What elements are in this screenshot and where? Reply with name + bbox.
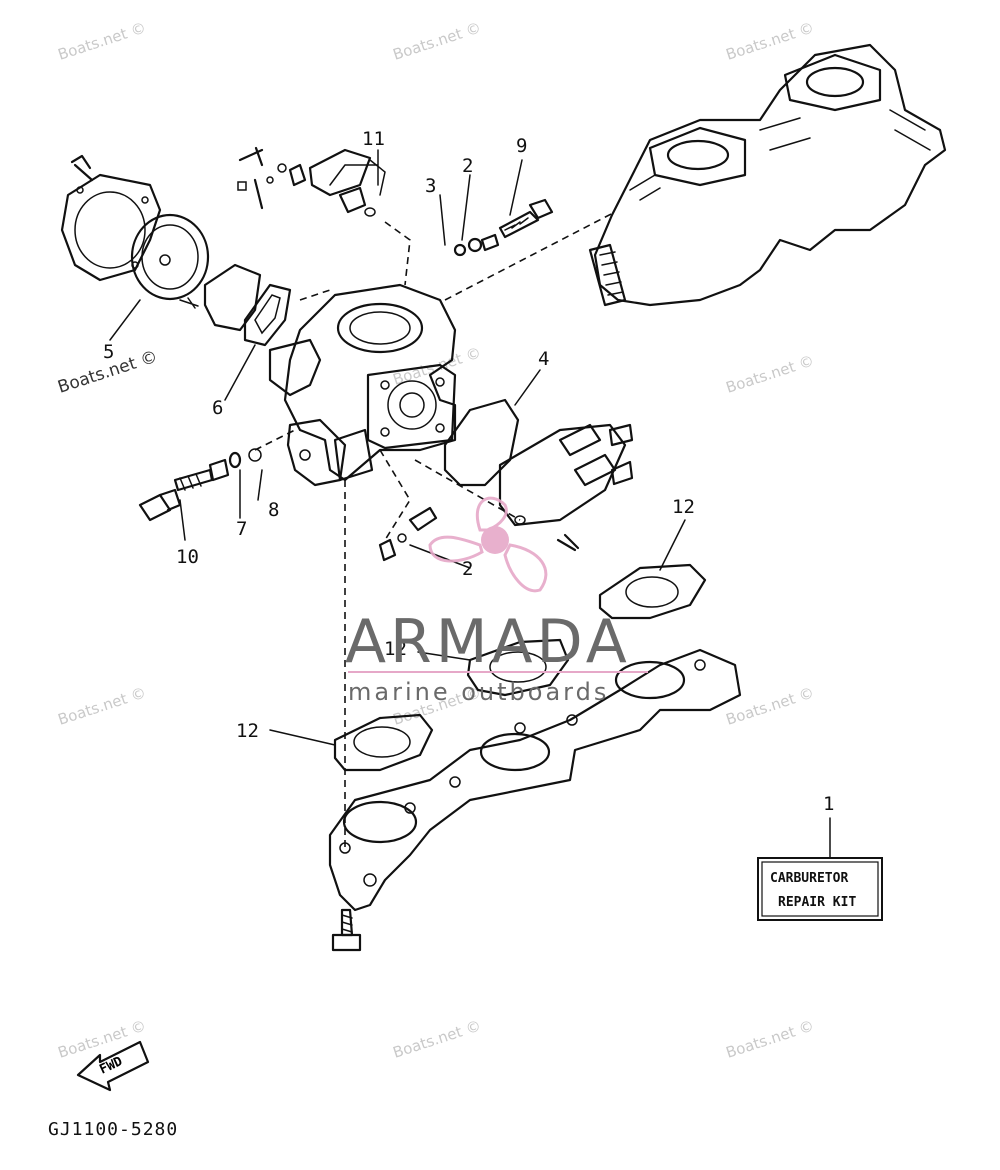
callout-12-middle: 12 — [384, 638, 407, 660]
watermark-6: Boats.net © — [56, 683, 149, 728]
callout-2-upper: 2 — [462, 155, 473, 177]
callout-7: 7 — [236, 518, 247, 540]
part-4-gasket-fitting — [443, 398, 634, 552]
parts-2-3-9-needle-screws — [453, 198, 554, 257]
armada-logo: ARMADA marine outboards — [345, 496, 648, 706]
watermark-8: Boats.net © — [724, 683, 817, 728]
carburetor-body — [268, 283, 457, 482]
callout-5: 5 — [103, 341, 114, 363]
part-number-callouts: 11 9 2 3 5 6 4 8 7 10 2 12 12 12 1 — [103, 128, 834, 815]
alignment-lines — [254, 211, 616, 850]
manifold-bolt — [331, 908, 362, 952]
brand-tagline: marine outboards — [348, 678, 609, 706]
intake-manifold — [328, 648, 742, 912]
diagram-code: GJ1100-5280 — [48, 1119, 178, 1140]
carburetor-assembly-rear — [588, 43, 947, 307]
repair-kit-line-2: REPAIR KIT — [778, 895, 856, 910]
brand-name: ARMADA — [345, 607, 631, 677]
callout-12-right: 12 — [672, 496, 695, 518]
part-5-diaphragm-cover — [60, 154, 210, 309]
repair-kit-label: CARBURETOR REPAIR KIT — [757, 857, 883, 921]
watermark-3: Boats.net © — [724, 18, 817, 63]
callout-10: 10 — [176, 546, 199, 568]
watermark-2: Boats.net © — [391, 18, 484, 63]
watermark-9: Boats.net © — [56, 1016, 149, 1061]
fwd-label: FWD — [97, 1054, 125, 1078]
part-6-cover-gasket — [203, 263, 292, 347]
callout-6: 6 — [212, 397, 223, 419]
parts-7-8-10-pilot-screw — [138, 418, 347, 522]
repair-kit-line-1: CARBURETOR — [770, 871, 848, 886]
callout-12-left: 12 — [236, 720, 259, 742]
callout-9: 9 — [516, 135, 527, 157]
callout-4: 4 — [538, 348, 549, 370]
part-11-jet-set — [237, 146, 386, 217]
callout-3: 3 — [425, 175, 436, 197]
propeller-logo-icon — [428, 496, 548, 593]
watermark-1: Boats.net © — [56, 18, 149, 63]
callout-2-lower: 2 — [462, 558, 473, 580]
watermark-10: Boats.net © — [391, 1016, 484, 1061]
callout-1: 1 — [823, 793, 834, 815]
part-12-gaskets — [333, 563, 707, 772]
part-2-lower-screw — [378, 506, 438, 562]
callout-8: 8 — [268, 499, 279, 521]
watermark-11: Boats.net © — [724, 1016, 817, 1061]
leader-lines — [109, 149, 831, 861]
callout-11: 11 — [362, 128, 385, 150]
watermark-5: Boats.net © — [724, 351, 817, 396]
